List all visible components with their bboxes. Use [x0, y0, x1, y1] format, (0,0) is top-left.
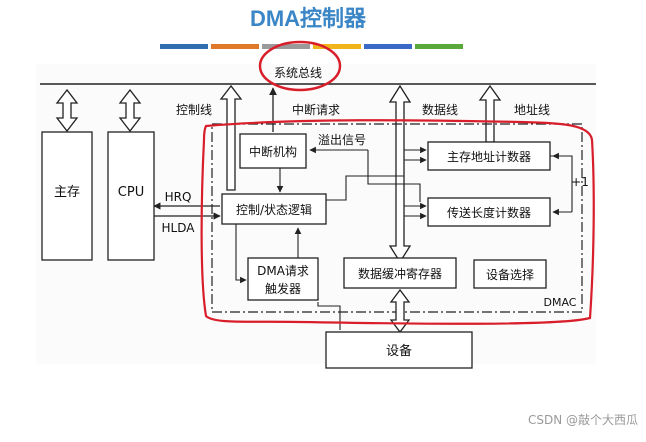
address-line-label: 地址线 [514, 103, 550, 117]
dma-request-trigger-box [247, 257, 319, 301]
device-select-label: 设备选择 [486, 268, 534, 282]
slide-title: DMA控制器 [250, 6, 367, 31]
interrupt-mechanism-box [239, 133, 307, 169]
cpu-bus-double-arrow [118, 88, 142, 133]
control-to-trigger-line [235, 224, 247, 284]
overflow-signal-label: 溢出信号 [318, 133, 366, 147]
system-bus-label: 系统总线 [274, 66, 322, 80]
dma-request-trigger-label-2: 触发器 [265, 281, 301, 296]
cpu-box [107, 131, 155, 261]
hlda-label: HLDA [162, 221, 196, 235]
watermark: CSDN @敲个大西瓜 [528, 412, 638, 427]
plus-one-label: +1 [571, 175, 589, 189]
overflow-signal-line [367, 150, 421, 202]
control-logic-box [221, 193, 327, 225]
control-line-label: 控制线 [176, 103, 212, 117]
data-buffer-register-box [343, 257, 457, 289]
mem-addr-counter-label: 主存地址计数器 [447, 149, 531, 164]
main-memory-label: 主存 [54, 185, 80, 200]
transfer-len-counter-label: 传送长度计数器 [447, 205, 531, 220]
interrupt-mechanism-label: 中断机构 [249, 144, 297, 159]
interrupt-request-label: 中断请求 [292, 102, 340, 117]
dma-request-trigger-label-1: DMA请求 [257, 264, 309, 278]
device-label: 设备 [386, 343, 412, 359]
transfer-len-counter-box [427, 197, 551, 227]
control-logic-to-counters-line [326, 175, 404, 201]
dmac-annotation-outline [200, 119, 595, 325]
device-select-box [473, 259, 547, 289]
control-logic-label: 控制/状态逻辑 [236, 203, 312, 217]
hrq-label: HRQ [165, 190, 192, 204]
system-bus-annotation-circle [258, 40, 342, 92]
title-color-stripes [160, 44, 463, 49]
data-line-label: 数据线 [422, 102, 458, 117]
memory-bus-double-arrow [55, 88, 79, 133]
cpu-label: CPU [118, 185, 144, 200]
device-box [325, 331, 473, 369]
data-buffer-register-label: 数据缓冲寄存器 [358, 266, 442, 281]
dmac-label: DMAC [544, 296, 577, 309]
control-line-arrow [219, 84, 243, 191]
main-memory-box [41, 131, 93, 261]
device-to-trigger-line [317, 302, 341, 330]
